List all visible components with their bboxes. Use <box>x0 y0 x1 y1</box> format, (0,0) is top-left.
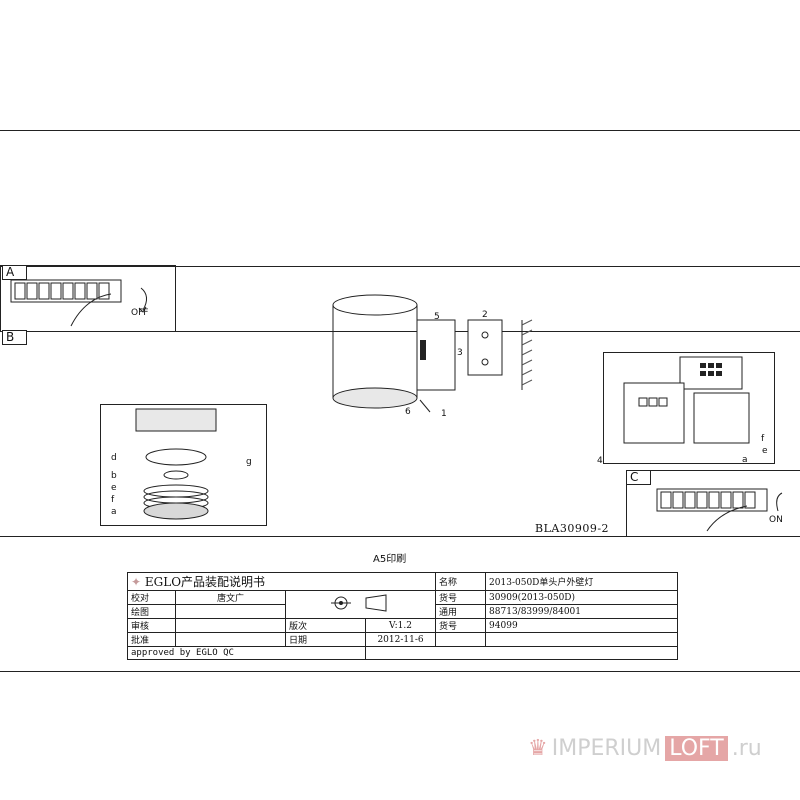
review-label: 审核 <box>127 618 176 633</box>
general-item-label: 货号 <box>435 618 487 633</box>
callout-e: e <box>762 446 768 456</box>
third-angle-projection-icon <box>330 594 387 612</box>
junction-box-panel: 4 f e a <box>597 352 775 466</box>
watermark-highlight: LOFT <box>665 736 728 761</box>
section-divider <box>0 536 800 537</box>
title-block-table: ✦ EGLO产品装配说明书 名称 2013-050D单头户外壁灯 校对 唐文广 … <box>126 572 679 660</box>
callout-1: 1 <box>441 409 447 419</box>
name-label: 名称 <box>435 572 487 591</box>
section-divider <box>0 331 800 332</box>
review-value <box>175 618 286 633</box>
panel-c-switch-on: ON <box>626 470 800 537</box>
projection-symbol <box>284 590 437 619</box>
draw-value <box>175 604 286 619</box>
lens-detail-panel: d b e f a g <box>100 404 267 526</box>
name-value: 2013-050D单头户外壁灯 <box>485 572 679 591</box>
callout-6: 6 <box>405 407 411 417</box>
watermark-suffix: .ru <box>731 736 762 761</box>
proof-label: 校对 <box>127 590 176 605</box>
watermark-prefix: IMPERIUM <box>551 736 662 761</box>
callout-4: 4 <box>597 456 603 466</box>
title-brand: ✦ EGLO产品装配说明书 <box>126 572 437 591</box>
proof-value: 唐文广 <box>175 590 286 605</box>
callout-b: b <box>111 471 117 481</box>
switch-off-illustration <box>10 279 147 327</box>
general-value: 88713/83999/84001 <box>485 604 679 619</box>
section-b-tag: B <box>2 330 27 345</box>
callout-d: d <box>111 453 117 463</box>
callout-e: e <box>111 483 117 493</box>
callout-5: 5 <box>434 312 440 322</box>
switch-on-illustration <box>656 488 783 532</box>
date-label: 日期 <box>285 632 366 647</box>
date-value: 2012-11-6 <box>364 632 437 647</box>
callout-a: a <box>111 507 117 517</box>
version-value: V:1.2 <box>364 618 437 633</box>
approved-by: approved by EGLO QC <box>127 646 366 660</box>
item-label: 货号 <box>435 590 487 605</box>
callout-3: 3 <box>457 348 463 358</box>
callout-2: 2 <box>482 310 488 320</box>
general-item-value: 94099 <box>485 618 679 633</box>
panel-a-switch-off: OFF <box>0 265 176 332</box>
on-label: ON <box>769 515 783 525</box>
version-label: 版次 <box>285 618 366 633</box>
item-value: 30909(2013-050D) <box>485 590 679 605</box>
empty-cell <box>364 646 679 660</box>
watermark-logo-icon: ♛ <box>528 736 548 761</box>
instruction-sheet <box>0 130 800 672</box>
empty-cell <box>485 632 679 647</box>
callout-g: g <box>246 457 252 467</box>
callout-a: a <box>742 455 748 465</box>
watermark: ♛ IMPERIUM LOFT .ru <box>528 736 762 761</box>
lamp-illustration <box>332 294 533 413</box>
draw-label: 绘图 <box>127 604 176 619</box>
section-divider <box>0 266 800 267</box>
approve-value <box>175 632 286 647</box>
print-note: A5印刷 <box>373 554 407 565</box>
eglo-logo-icon: ✦ <box>131 575 142 589</box>
general-label: 通用 <box>435 604 487 619</box>
callout-f: f <box>761 434 765 444</box>
off-label: OFF <box>131 308 149 318</box>
exploded-lens-illustration <box>135 408 217 520</box>
empty-cell <box>435 632 487 647</box>
approve-label: 批准 <box>127 632 176 647</box>
junction-box-illustration <box>623 356 750 444</box>
document-code: BLA30909-2 <box>535 522 610 535</box>
callout-f: f <box>111 495 115 505</box>
